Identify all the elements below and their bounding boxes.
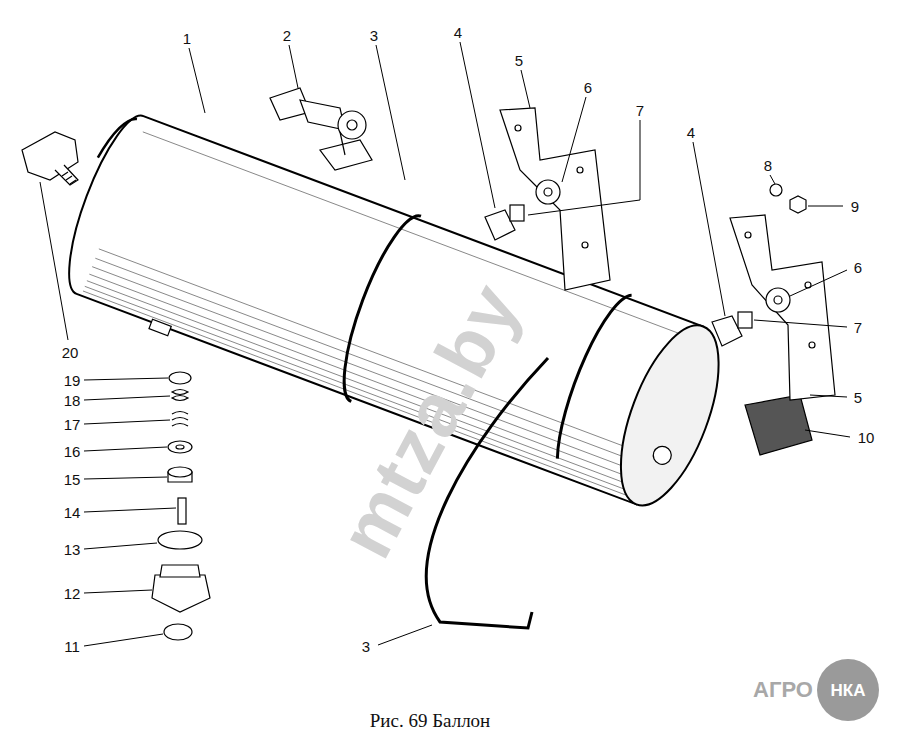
callout-number: 4 [687, 125, 695, 140]
callout-number: 19 [64, 373, 81, 388]
callout-number: 9 [851, 199, 859, 214]
watermark: mtza.by [327, 271, 534, 569]
callout-number: 2 [283, 28, 291, 43]
callout-number: 13 [64, 542, 81, 557]
callout-number: 4 [454, 25, 462, 40]
callout-number: 20 [62, 345, 79, 360]
callout-number: 17 [64, 417, 81, 432]
callout-number: 1 [183, 31, 191, 46]
callout-number: 14 [64, 505, 81, 520]
logo-text: НКА [831, 682, 866, 699]
figure-caption: Рис. 69 Баллон [370, 711, 491, 730]
callout-number: 7 [636, 103, 644, 118]
callout-number: 16 [64, 444, 81, 459]
callout-number: 18 [64, 393, 81, 408]
logo-text: АГРО [753, 679, 813, 701]
callout-number: 5 [854, 390, 862, 405]
callout-number: 6 [854, 260, 862, 275]
callout-number: 8 [764, 158, 772, 173]
callout-number: 3 [370, 28, 378, 43]
callout-number: 15 [64, 472, 81, 487]
callout-number: 5 [515, 53, 523, 68]
callout-number: 7 [854, 320, 862, 335]
callout-number: 3 [362, 639, 370, 654]
callout-number: 11 [64, 639, 80, 654]
callout-number: 6 [584, 80, 592, 95]
callout-number: 12 [64, 586, 81, 601]
callout-number: 10 [858, 430, 875, 445]
